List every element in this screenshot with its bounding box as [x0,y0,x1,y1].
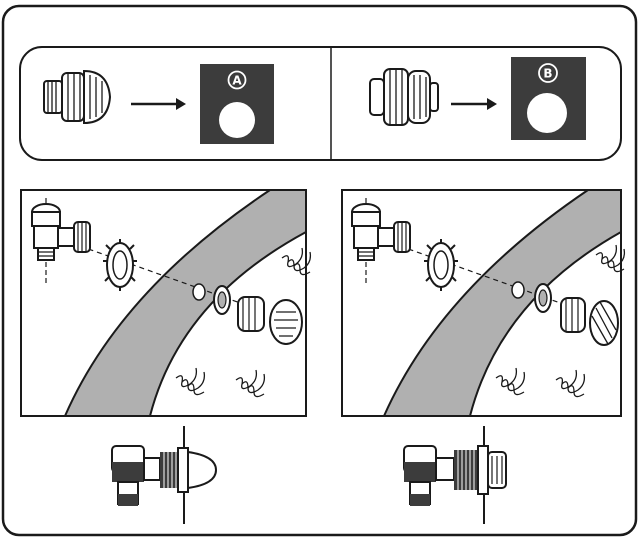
arrow-right-icon [131,98,186,110]
pool-wall [63,189,307,417]
arrow-right-icon [451,98,497,110]
wall-hole [192,283,206,301]
gasket-icon [213,285,231,315]
installation-scene-b [341,189,626,417]
assembled-detail-b [403,426,507,524]
pool-wall [382,189,622,417]
threaded-connector-icon [560,297,586,333]
fitting-selection-panel [19,46,622,161]
option-b-label: B [543,67,552,81]
wall-hole [511,281,525,299]
strainer-cap-icon [269,299,303,345]
threaded-connector-icon [237,296,265,332]
option-b-badge [538,63,558,83]
option-b-hole [527,93,567,133]
option-a-badge [227,70,247,90]
assembled-detail-a [111,426,218,524]
jet-nozzle-icon [589,300,619,346]
option-a-label: A [232,74,242,88]
gasket-icon [534,283,552,313]
option-a-hole [219,102,255,138]
installation-scene-a [20,189,312,417]
